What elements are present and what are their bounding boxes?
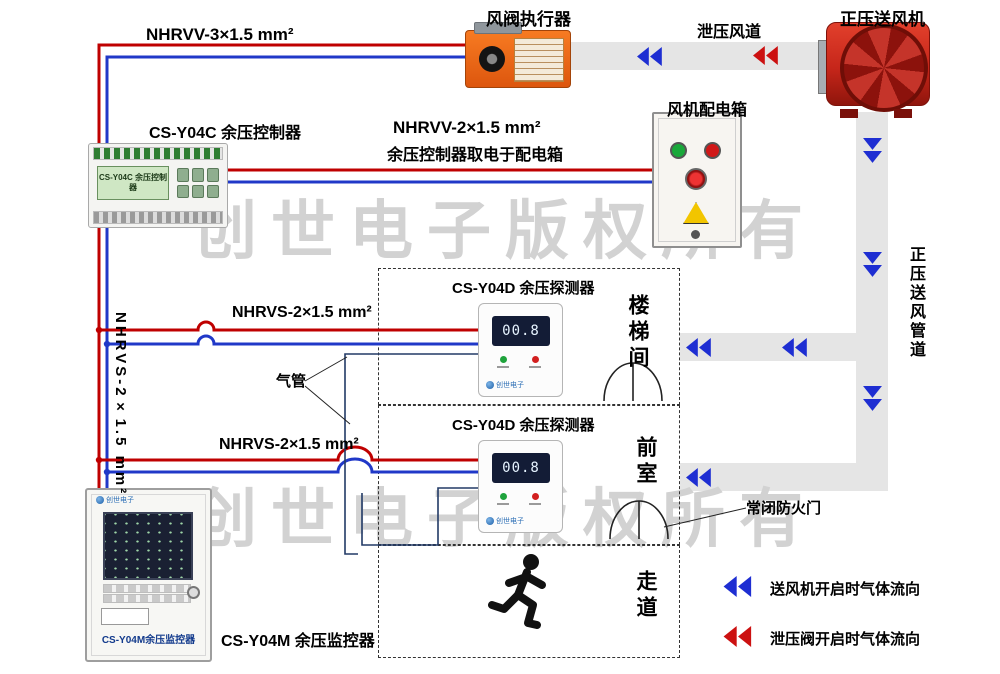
- flow-arrow-left-blue-icon: [782, 338, 808, 357]
- brand-logo-icon: [486, 517, 494, 525]
- label-air-tube: 气管: [276, 373, 307, 390]
- label-power-note: 余压控制器取电于配电箱: [387, 147, 564, 164]
- detector-display: 00.8: [492, 316, 550, 346]
- detector-alarm-led: [532, 493, 539, 500]
- label-supply-fan: 正压送风机: [840, 10, 925, 29]
- room-box-stairwell: [378, 268, 680, 405]
- wire-red-main: [97, 43, 465, 488]
- supply-fan-device: [818, 22, 930, 118]
- controller-terminal-strip: [93, 211, 223, 224]
- actuator-nameplate: [514, 38, 564, 82]
- air-tube-1: [344, 353, 478, 555]
- label-controller: CS-Y04C 余压控制器: [149, 125, 302, 142]
- monitor-label-slot: [101, 608, 149, 625]
- wire-blue-detector1: [107, 334, 478, 346]
- label-supply-duct-vertical: 正压送风管道: [907, 246, 924, 360]
- label-relief-duct: 泄压风道: [697, 24, 762, 41]
- fan-foot: [840, 109, 858, 118]
- label-power-box: 风机配电箱: [667, 102, 748, 119]
- flow-arrow-left-blue-icon: [637, 47, 663, 66]
- monitor-panel-text: CS-Y04M余压监控器: [101, 635, 196, 646]
- label-monitor: CS-Y04M 余压监控器: [221, 633, 375, 650]
- wire-junction: [103, 340, 111, 348]
- label-detector-anteroom: CS-Y04D 余压探测器: [452, 417, 595, 434]
- fan-blades: [840, 24, 928, 112]
- power-box-red-lamp: [704, 142, 721, 159]
- monitor-button-row: [103, 584, 191, 593]
- label-wire-monitor-vertical: NHRVS-2×1.5 mm²: [112, 312, 129, 497]
- label-actuator: 风阀执行器: [486, 10, 571, 29]
- power-box-lock: [691, 230, 700, 239]
- label-room-corridor: 走道: [634, 570, 657, 622]
- room-box-corridor: [378, 545, 680, 658]
- label-fire-door: 常闭防火门: [746, 500, 822, 517]
- label-room-stairwell: 楼梯间: [626, 294, 649, 372]
- wire-junction: [103, 468, 111, 476]
- monitor-button-row: [103, 594, 191, 603]
- legend-blue-arrow-icon: [723, 576, 753, 597]
- label-wire-detector1: NHRVS-2×1.5 mm²: [232, 304, 372, 321]
- flow-arrow-down-blue-icon: [863, 386, 882, 412]
- flow-arrow-down-blue-icon: [863, 252, 882, 278]
- brand-logo: 创世电子: [486, 516, 524, 526]
- power-box-green-lamp: [670, 142, 687, 159]
- label-room-anteroom: 前室: [634, 436, 657, 488]
- monitor-screen: [103, 512, 193, 580]
- air-tube-2: [361, 487, 478, 546]
- fan-power-box-device: [652, 112, 742, 248]
- fire-door-symbol-stairwell: [603, 362, 663, 402]
- brand-logo-icon: [486, 381, 494, 389]
- legend-relief-flow: 泄压阀开启时气体流向: [770, 631, 921, 648]
- power-box-button: [685, 168, 707, 190]
- running-person-icon: [488, 554, 546, 629]
- pressure-detector-stairwell-device: 00.8 创世电子: [478, 303, 563, 397]
- brand-logo-icon: [96, 496, 104, 504]
- label-wire-detector2: NHRVS-2×1.5 mm²: [219, 436, 359, 453]
- pressure-monitor-device: 创世电子 CS-Y04M余压监控器: [85, 488, 212, 662]
- damper-actuator-device: [465, 22, 571, 88]
- detector-alarm-led: [532, 356, 539, 363]
- flow-arrow-left-blue-icon: [686, 468, 712, 487]
- wire-blue-detector2: [107, 457, 478, 474]
- fan-foot: [894, 109, 912, 118]
- pressure-controller-device: CS-Y04C 余压控制器: [88, 143, 228, 228]
- fire-door-symbol-anteroom: [609, 500, 669, 540]
- detector-run-led: [500, 493, 507, 500]
- actuator-bracket: [474, 22, 522, 34]
- legend-supply-flow: 送风机开启时气体流向: [770, 581, 921, 598]
- pressure-detector-anteroom-device: 00.8 创世电子: [478, 440, 563, 533]
- brand-logo: 创世电子: [96, 495, 134, 505]
- room-box-anteroom: [378, 405, 680, 545]
- actuator-shaft: [479, 46, 505, 72]
- label-detector-stairwell: CS-Y04D 余压探测器: [452, 280, 595, 297]
- air-tube-leader-line: [304, 356, 348, 382]
- legend-red-arrow-icon: [723, 626, 753, 647]
- wire-red-detector2: [99, 445, 478, 462]
- flow-arrow-left-red-icon: [753, 46, 779, 65]
- wire-junction: [95, 326, 103, 334]
- fire-door-leader-line: [663, 507, 747, 528]
- supply-duct-vertical: [856, 112, 888, 491]
- label-wire-power: NHRVV-2×1.5 mm²: [393, 118, 541, 137]
- controller-buttons: [177, 168, 219, 198]
- power-box-door: [658, 118, 736, 242]
- monitor-lock: [187, 586, 200, 599]
- brand-logo: 创世电子: [486, 380, 524, 390]
- detector-run-led: [500, 356, 507, 363]
- air-tube-leader-line: [304, 385, 351, 425]
- flow-arrow-left-blue-icon: [686, 338, 712, 357]
- wire-junction: [95, 456, 103, 464]
- label-wire-actuator: NHRVV-3×1.5 mm²: [146, 25, 294, 44]
- controller-lcd: CS-Y04C 余压控制器: [97, 166, 169, 200]
- relief-duct: [570, 42, 832, 70]
- controller-terminal-strip: [93, 147, 223, 160]
- detector-display: 00.8: [492, 453, 550, 483]
- wire-red-detector1: [99, 320, 478, 332]
- flow-arrow-down-blue-icon: [863, 138, 882, 164]
